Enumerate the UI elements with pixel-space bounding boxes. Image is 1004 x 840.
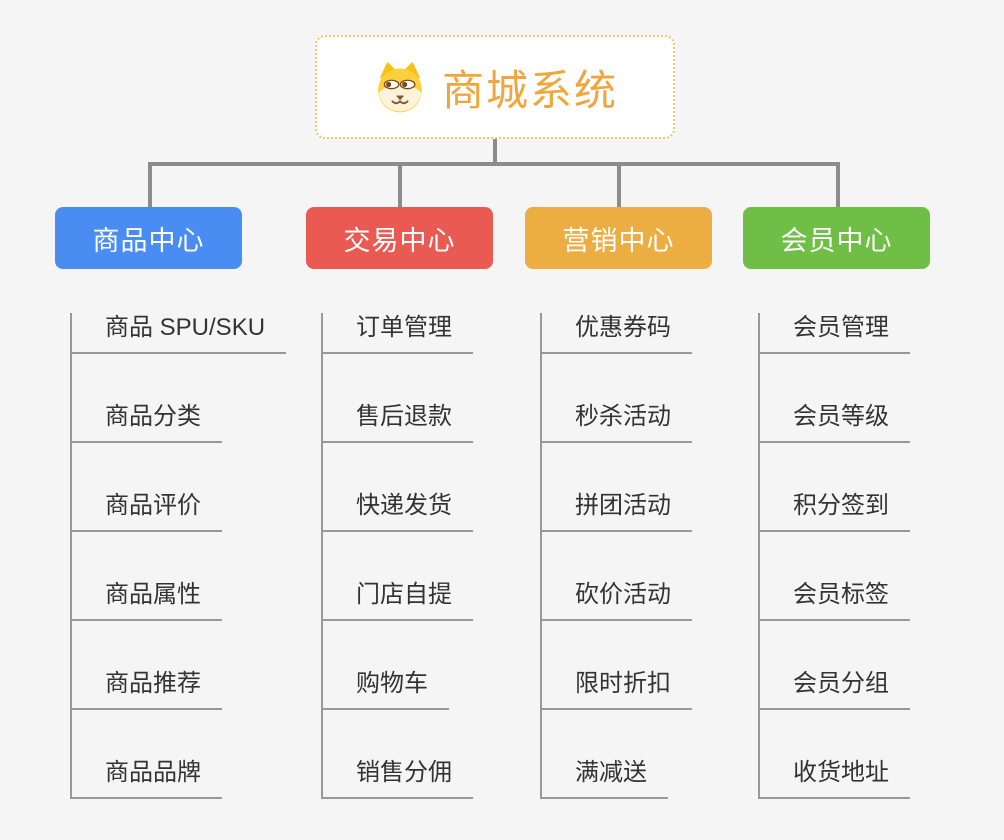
- branch-marketing: 营销中心 优惠券码 秒杀活动 拼团活动 砍价活动 限时折扣 满减送: [525, 207, 715, 799]
- leaf-node[interactable]: 拼团活动: [542, 491, 692, 532]
- leaf-node[interactable]: 满减送: [542, 758, 668, 799]
- leaf-node[interactable]: 优惠券码: [542, 313, 692, 354]
- leaf-node[interactable]: 限时折扣: [542, 669, 692, 710]
- connector-drop-trade: [398, 162, 402, 208]
- branch-label-product: 商品中心: [92, 225, 205, 256]
- children-group-member: 会员管理 会员等级 积分签到 会员标签 会员分组 收货地址: [758, 313, 910, 799]
- branch-member: 会员中心 会员管理 会员等级 积分签到 会员标签 会员分组 收货地址: [743, 207, 933, 799]
- children-group-product: 商品 SPU/SKU 商品分类 商品评价 商品属性 商品推荐 商品品牌: [70, 313, 287, 799]
- leaf-node[interactable]: 会员管理: [760, 313, 910, 354]
- dog-face-icon: [378, 62, 422, 113]
- leaf-node[interactable]: 订单管理: [323, 313, 473, 354]
- branch-node-trade[interactable]: 交易中心: [306, 207, 493, 269]
- leaf-node[interactable]: 快递发货: [323, 491, 473, 532]
- leaf-node[interactable]: 商品推荐: [72, 669, 222, 710]
- root-node[interactable]: 商城系统: [315, 35, 675, 139]
- leaf-node[interactable]: 积分签到: [760, 491, 910, 532]
- connector-drop-product: [148, 162, 152, 208]
- leaf-node[interactable]: 商品 SPU/SKU: [72, 313, 287, 354]
- leaf-node[interactable]: 售后退款: [323, 402, 473, 443]
- leaf-node[interactable]: 商品分类: [72, 402, 222, 443]
- branch-node-marketing[interactable]: 营销中心: [525, 207, 712, 269]
- branch-trade: 交易中心 订单管理 售后退款 快递发货 门店自提 购物车 销售分佣: [306, 207, 496, 799]
- leaf-node[interactable]: 商品品牌: [72, 758, 222, 799]
- branch-node-product[interactable]: 商品中心: [55, 207, 242, 269]
- leaf-node[interactable]: 砍价活动: [542, 580, 692, 621]
- connector-bus: [148, 162, 840, 166]
- leaf-node[interactable]: 门店自提: [323, 580, 473, 621]
- leaf-node[interactable]: 销售分佣: [323, 758, 473, 799]
- branch-label-trade: 交易中心: [343, 225, 456, 256]
- branch-label-member: 会员中心: [780, 225, 893, 256]
- branch-node-member[interactable]: 会员中心: [743, 207, 930, 269]
- leaf-node[interactable]: 收货地址: [760, 758, 910, 799]
- connector-drop-member: [836, 162, 840, 208]
- leaf-node[interactable]: 秒杀活动: [542, 402, 692, 443]
- leaf-node[interactable]: 购物车: [323, 669, 449, 710]
- leaf-node[interactable]: 会员分组: [760, 669, 910, 710]
- leaf-node[interactable]: 会员等级: [760, 402, 910, 443]
- leaf-node[interactable]: 会员标签: [760, 580, 910, 621]
- leaf-node[interactable]: 商品评价: [72, 491, 222, 532]
- branch-product: 商品中心 商品 SPU/SKU 商品分类 商品评价 商品属性 商品推荐 商品品牌: [55, 207, 287, 799]
- leaf-node[interactable]: 商品属性: [72, 580, 222, 621]
- branch-label-marketing: 营销中心: [562, 225, 675, 256]
- connector-root-stem: [493, 138, 497, 166]
- children-group-trade: 订单管理 售后退款 快递发货 门店自提 购物车 销售分佣: [321, 313, 473, 799]
- children-group-marketing: 优惠券码 秒杀活动 拼团活动 砍价活动 限时折扣 满减送: [540, 313, 692, 799]
- root-title: 商城系统: [441, 66, 618, 114]
- connector-drop-marketing: [617, 162, 621, 208]
